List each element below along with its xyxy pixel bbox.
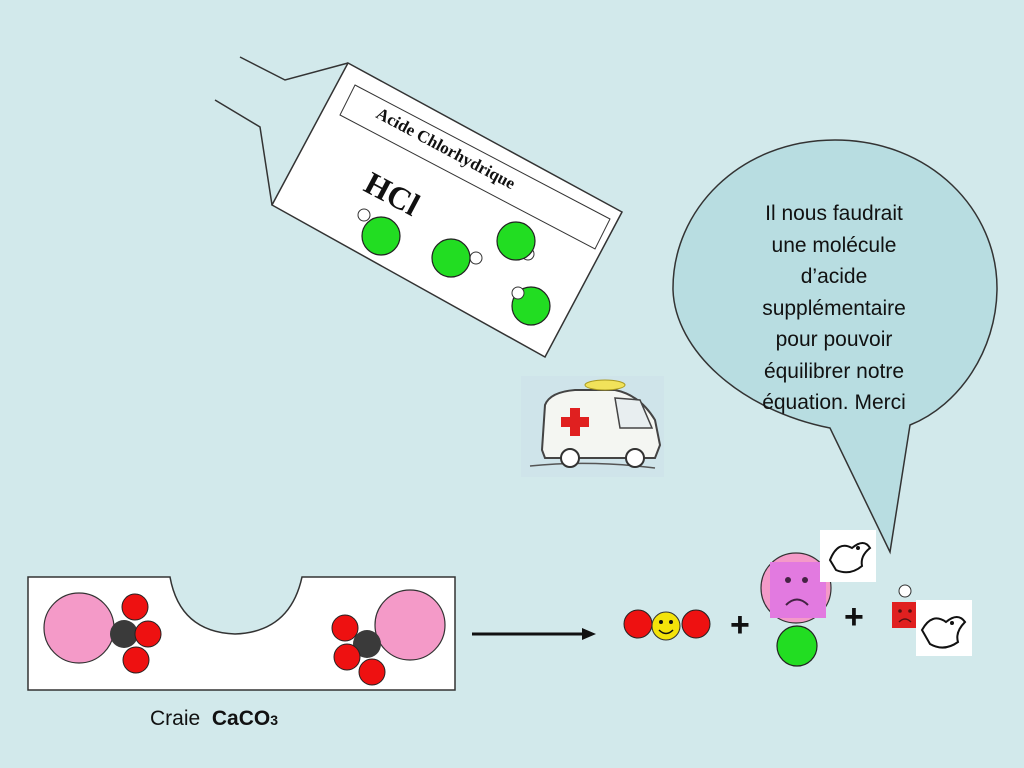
bird-icon [916, 600, 972, 656]
caco3-molecule [43, 592, 162, 674]
chalk-block [27, 576, 456, 691]
chalk-formula-subscript: 3 [270, 712, 279, 728]
bubble-line: Il nous faudrait [765, 202, 903, 225]
hcl-molecule [511, 286, 551, 326]
bird-icon [820, 530, 876, 582]
co2-molecule [623, 609, 711, 641]
bubble-line: équilibrer notre [763, 359, 905, 383]
smiley-face-icon [651, 611, 681, 641]
bubble-line: équation. Merci [762, 391, 906, 414]
plus-sign: + [730, 606, 750, 644]
hcl-bottle: Acide Chlorhydrique HCl [214, 56, 624, 359]
speech-bubble [672, 139, 998, 555]
bottle-label-frame [339, 84, 611, 250]
bubble-line: pour pouvoir [775, 328, 893, 351]
chalk-formula: CaCO [211, 707, 271, 730]
reaction-arrow [472, 628, 596, 640]
hcl-molecule [496, 221, 536, 261]
bubble-line: d’acide [800, 265, 868, 288]
bottle-body [270, 61, 624, 359]
chalk-name: Craie [150, 707, 201, 730]
sad-face-icon [892, 602, 918, 628]
speech-bubble-text: Il nous faudrait une molécule d’acide su… [700, 198, 968, 419]
ambulance-icon [521, 376, 664, 477]
bubble-line: supplémentaire [762, 296, 906, 320]
plus-sign: + [844, 598, 864, 636]
cacl-molecule [760, 552, 832, 667]
sad-face-icon [770, 562, 826, 618]
hcl-molecule [357, 208, 401, 256]
hcl-molecule [431, 238, 483, 278]
caco3-molecule [331, 589, 446, 686]
chalk-caption: Craie CaCO3 [150, 707, 278, 731]
water-molecule [892, 584, 918, 628]
bubble-line: une molécule [771, 233, 897, 257]
